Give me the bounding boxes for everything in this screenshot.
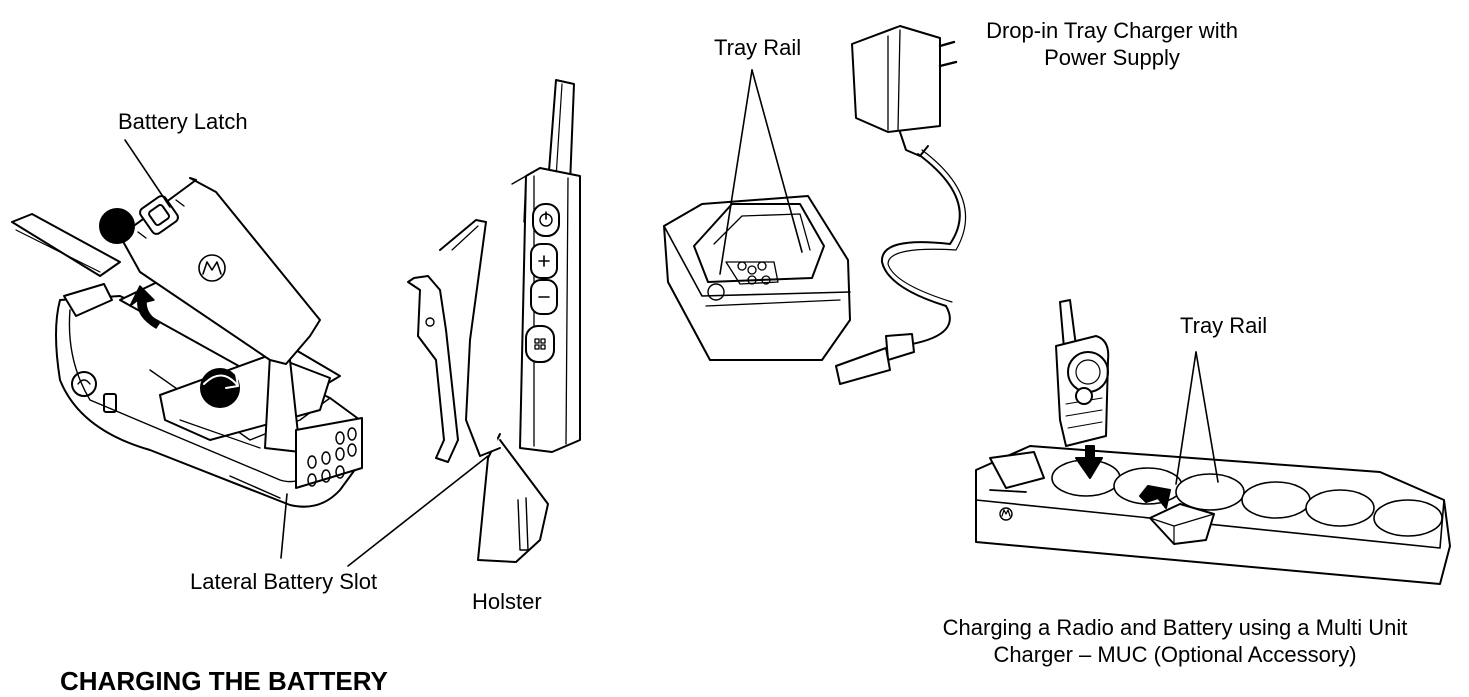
label-tray-rail-top: Tray Rail: [714, 35, 802, 60]
tray-rail-muc-leader-right: [1195, 351, 1219, 483]
holster-leader: [347, 455, 489, 567]
battery-contacts: [307, 427, 357, 487]
label-muc-caption-line2: Charger – MUC (Optional Accessory): [993, 642, 1357, 667]
label-tray-rail-muc: Tray Rail: [1180, 313, 1268, 338]
arrow-icon: [1075, 445, 1103, 479]
power-cord: [880, 153, 961, 345]
label-drop-in-charger: Drop-in Tray Charger with Power Supply: [962, 17, 1262, 71]
step-1-marker: [99, 208, 135, 244]
menu-icon: [534, 338, 546, 350]
section-heading: CHARGING THE BATTERY: [60, 666, 388, 696]
plus-icon: [538, 255, 550, 267]
label-drop-in-charger-line1: Drop-in Tray Charger with: [986, 18, 1238, 43]
motorola-logo-icon: [999, 507, 1013, 521]
battery-latch-leader: [124, 139, 171, 208]
lateral-slot-leader: [280, 493, 288, 559]
radio-battery-illustration: [11, 139, 363, 559]
label-lateral-battery-slot: Lateral Battery Slot: [190, 569, 378, 594]
side-buttons: [525, 203, 560, 363]
arrow-icon: [1139, 485, 1171, 509]
label-muc-caption-line1: Charging a Radio and Battery using a Mul…: [942, 615, 1408, 640]
power-icon: [539, 211, 553, 227]
label-muc-caption: Charging a Radio and Battery using a Mul…: [910, 614, 1440, 668]
arrow-icon: [129, 285, 161, 329]
power-supply-illustration: [835, 25, 967, 385]
holster-illustration: [347, 79, 581, 567]
tray-rail-leader-right: [751, 69, 803, 253]
drop-in-charger-illustration: [663, 69, 851, 361]
label-drop-in-charger-line2: Power Supply: [1044, 45, 1180, 70]
illustration-canvas: [11, 25, 1451, 585]
label-holster: Holster: [472, 589, 542, 614]
label-battery-latch: Battery Latch: [118, 109, 248, 134]
tray-rail-leader-left: [719, 69, 753, 275]
muc-illustration: [975, 299, 1451, 585]
motorola-logo-icon: [198, 254, 226, 282]
tray-rail-muc-leader-left: [1175, 351, 1197, 485]
muc-pockets: [1051, 459, 1443, 537]
